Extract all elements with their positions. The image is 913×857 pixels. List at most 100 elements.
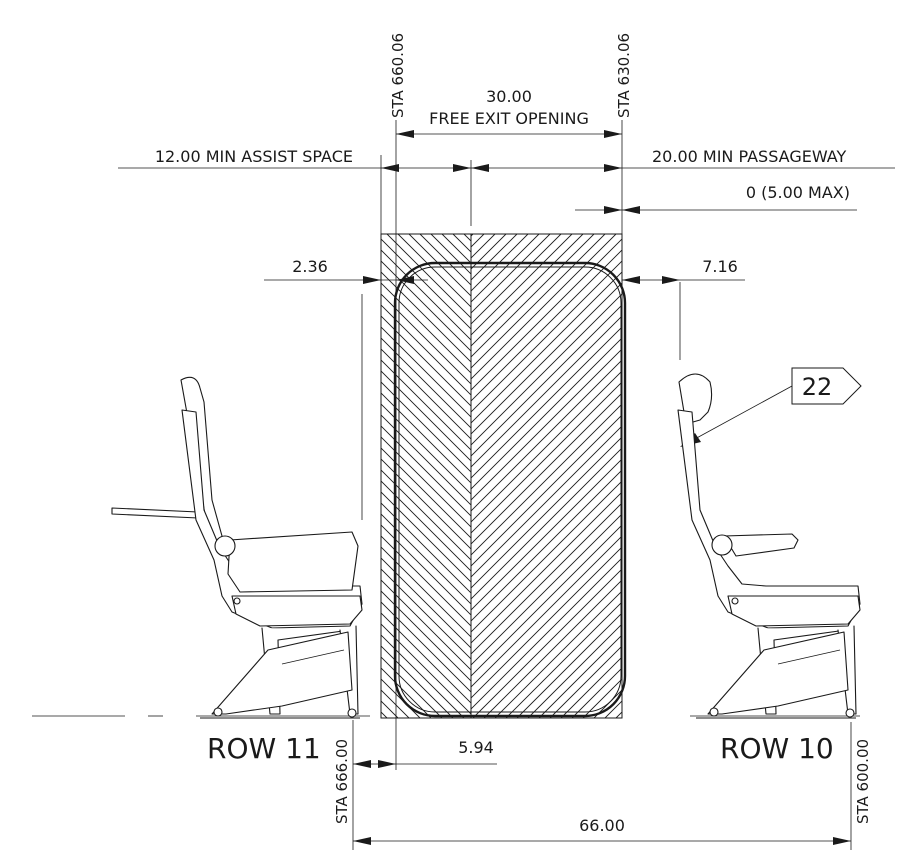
- hatch-line: [593, 689, 622, 718]
- seat-offset-label: 5.94: [458, 738, 494, 757]
- overlap-label: 0 (5.00 MAX): [746, 183, 850, 202]
- hatch-line: [471, 260, 622, 413]
- hatch-line: [381, 645, 454, 718]
- callout-number: 22: [802, 373, 833, 401]
- hatch-line: [471, 502, 622, 655]
- callout-22: 22: [680, 367, 862, 447]
- hatch-line: [560, 656, 622, 718]
- hatch-line: [381, 557, 471, 649]
- hatch-line: [604, 700, 622, 718]
- dim-assist-space: 12.00 MIN ASSIST SPACE: [118, 147, 471, 172]
- hatch-line: [0, 234, 451, 718]
- dim-overlap: 0 (5.00 MAX): [575, 183, 857, 214]
- row-10-label: ROW 10: [720, 732, 834, 765]
- hatch-line: [471, 326, 622, 479]
- hatch-line: [516, 612, 622, 718]
- hatch-line: [381, 436, 471, 528]
- seat-cushion: [231, 595, 363, 627]
- station-660-label: STA 660.06: [389, 33, 407, 118]
- hatch-line: [381, 601, 471, 693]
- hatch-line: [471, 403, 622, 556]
- seat-row-11: [111, 376, 363, 719]
- hatch-line: [538, 634, 622, 718]
- hatch-line: [381, 271, 471, 363]
- hatch-line: [381, 667, 432, 718]
- hatch-line: [471, 337, 622, 490]
- hatch-line: [381, 282, 471, 374]
- station-666-label: STA 666.00: [333, 739, 351, 824]
- hatch-line: [471, 234, 584, 347]
- callout-leader: [692, 385, 793, 441]
- hatch-line: [381, 579, 471, 671]
- hatch-line: [638, 234, 913, 718]
- hatch-line: [381, 568, 471, 660]
- hatch-line: [527, 623, 622, 718]
- free-exit-value: 30.00: [486, 87, 532, 106]
- dim-passageway: 20.00 MIN PASSAGEWAY: [471, 147, 895, 172]
- passageway-label: 20.00 MIN PASSAGEWAY: [652, 147, 846, 166]
- hatch-line: [471, 234, 562, 325]
- dim-seat-offset: 5.94: [353, 738, 497, 768]
- door-outline: [393, 261, 627, 718]
- hatch-line: [471, 304, 622, 457]
- hatch-line: [381, 392, 471, 484]
- seat-back: [677, 409, 861, 629]
- hatch-line: [471, 293, 622, 446]
- seat-frame: [211, 631, 353, 715]
- hatch-line: [381, 304, 471, 396]
- hatch-line: [471, 535, 622, 688]
- hatch-line: [381, 612, 471, 704]
- hatch-line: [571, 667, 622, 718]
- hatch-line: [381, 590, 471, 682]
- hatch-line: [582, 678, 622, 718]
- seat-row-10: [677, 373, 861, 719]
- hatch-line: [472, 568, 622, 718]
- station-600-label: STA 600.00: [854, 739, 872, 824]
- hatch-line: [381, 260, 471, 352]
- hatch-line: [471, 271, 622, 424]
- hatch-line: [471, 425, 622, 578]
- hatch-line: [471, 447, 622, 600]
- hatch-line: [381, 656, 443, 718]
- free-exit-label: FREE EXIT OPENING: [429, 109, 589, 128]
- extension-lines: [352, 120, 852, 850]
- hatch-line: [386, 234, 471, 319]
- hatch-line: [483, 579, 622, 718]
- hatch-line: [381, 315, 471, 407]
- hatch-line: [471, 234, 573, 336]
- hatch-line: [471, 392, 622, 545]
- row-pitch-label: 66.00: [579, 816, 625, 835]
- hatch-line: [471, 234, 617, 380]
- hatch-line: [471, 282, 622, 435]
- dim-left-offset: 2.36: [264, 257, 428, 284]
- hatch-line: [381, 469, 471, 561]
- hatch-line: [471, 458, 622, 611]
- seat-cushion: [727, 595, 861, 627]
- armrest-pivot: [711, 534, 733, 556]
- hatch-line: [381, 425, 471, 517]
- callout-tag: [791, 367, 862, 405]
- left-offset-label: 2.36: [292, 257, 328, 276]
- hatch-line: [505, 601, 622, 718]
- seat-frame: [707, 631, 849, 715]
- seat-armrest: [227, 531, 359, 593]
- hatch-line: [381, 623, 471, 715]
- hatch-line: [471, 546, 622, 699]
- armrest-pivot: [214, 535, 236, 557]
- hatch-line: [471, 234, 595, 358]
- hatch-line: [381, 249, 471, 341]
- hatch-line: [494, 590, 622, 718]
- hatch-line: [471, 381, 622, 534]
- hatch-line: [471, 348, 622, 501]
- hatch-line: [381, 447, 471, 539]
- tray-table: [111, 507, 199, 519]
- hatch-line: [471, 436, 622, 589]
- hatch-line: [381, 238, 471, 330]
- seat-armrest: [723, 533, 799, 557]
- hatch-line: [381, 403, 471, 495]
- door-outline-inner: [398, 266, 622, 713]
- hatch-line: [471, 234, 496, 259]
- assist-space-label: 12.00 MIN ASSIST SPACE: [155, 147, 353, 166]
- hatch-line: [471, 469, 622, 622]
